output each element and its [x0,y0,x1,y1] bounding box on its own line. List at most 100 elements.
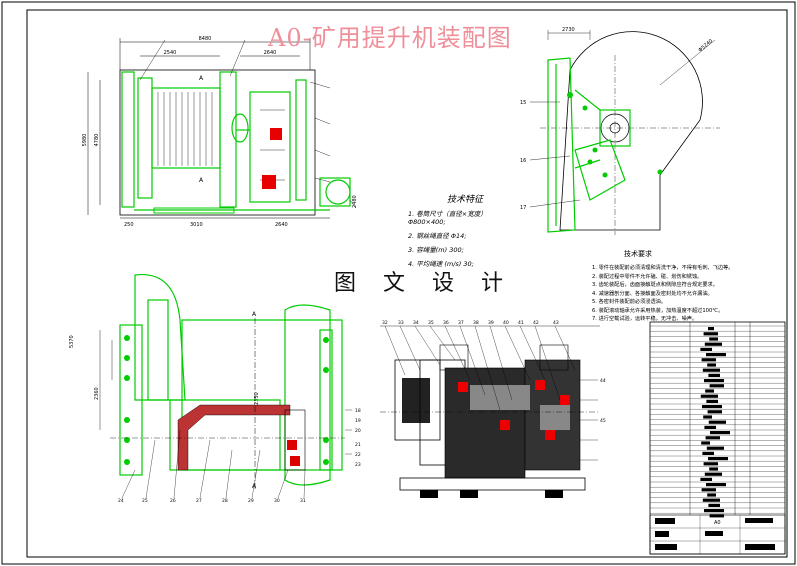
bom-cell-text [704,379,724,383]
view-bottom-middle: 32 33 34 35 36 37 38 39 40 41 42 43 44 4… [380,320,606,498]
bom-cell-text [708,420,726,424]
dim-5370: 5370 [69,335,75,348]
dim-8480: 8480 [199,36,212,42]
tech-spec-list: 1. 卷筒尺寸（直径×宽度） Φ800×400; 2. 钢丝绳直径 Φ14; 3… [408,207,487,271]
tech-spec-item: 2. 钢丝绳直径 Φ14; [408,232,467,240]
requirements-list: 1. 零件在装配前必须清理和清洗干净，不得有毛刺、飞边等。 2. 装配过程中零件… [592,264,772,324]
requirement-item: 1. 零件在装配前必须清理和清洗干净，不得有毛刺、飞边等。 [592,265,734,271]
bom-cell-text [704,509,724,513]
part-16: 16 [520,158,526,164]
dim-4780: 4780 [94,134,100,147]
part-27: 27 [196,498,202,504]
bom-cell-text [708,327,714,331]
part-32: 32 [382,320,388,326]
part-40: 40 [503,320,509,326]
drawing-title: A0-矿用提升机装配图 [268,24,512,52]
dim-5980: 5980 [82,134,88,147]
tech-spec-item: 1. 卷筒尺寸（直径×宽度） [408,210,487,218]
part-26: 26 [170,498,176,504]
requirements-heading: 技术要求 [624,250,652,258]
bom-cell-text [706,446,724,450]
bom-cell-text [708,373,720,377]
bom-cell-text [702,405,722,409]
part-25: 25 [142,498,148,504]
bom-table: A0 [649,321,786,555]
dim-2350: 2350 [254,392,260,405]
tech-spec-item: Φ800×400; [408,218,446,226]
svg-text:A: A [252,483,257,490]
requirement-item: 5. 各密封件装配前必须浸透油。 [592,299,667,305]
bom-cell-text [703,415,712,419]
part-30: 30 [274,498,280,504]
bom-cell-text [701,441,710,445]
bom-cell-text [702,451,714,455]
part-43: 43 [553,320,559,326]
part-38: 38 [473,320,479,326]
part-19: 19 [355,418,361,424]
bom-cell-text [709,337,718,341]
part-34: 34 [413,320,419,326]
dim-250: 250 [124,222,134,228]
bom-cell-text [709,384,724,388]
bom-cell-text [707,493,716,497]
dim-2480: 2480 [352,195,358,208]
bom-cell-text [705,436,720,440]
bom-cell-text [701,358,716,362]
bom-footer-code: A0 [714,520,721,526]
requirement-item: 4. 减速器剖分面、各接触面及密封处均不允许漏油。 [592,290,713,297]
bom-cell-text [704,425,716,429]
part-20: 20 [355,428,361,434]
bom-cell-text [700,477,712,481]
part-22: 22 [355,452,361,458]
part-37: 37 [458,320,464,326]
svg-text:A: A [199,75,204,82]
watermark: 图 文 设 计 [330,265,517,297]
part-23: 23 [355,462,361,468]
dim-2640-top: 2640 [264,50,277,56]
bom-cell-text [703,462,718,466]
part-45: 45 [600,418,606,424]
bom-cell-text [704,472,722,476]
part-44: 44 [600,378,606,384]
dim-2640-bottom: 2640 [275,222,288,228]
svg-text:A: A [252,311,257,318]
requirement-item: 3. 齿轮装配后，齿面接触斑点和侧隙应符合规定要求。 [592,282,718,288]
part-24: 24 [118,498,124,504]
part-21: 21 [355,442,361,448]
bom-cell-text [709,514,724,518]
bom-cell-text [700,347,712,351]
part-42: 42 [533,320,539,326]
dim-2540: 2540 [164,50,177,56]
requirement-item: 7. 进行空载试验，运转平稳，无冲击、噪声。 [592,316,698,322]
bom-cell-text [710,431,730,435]
bom-cell-text [709,467,718,471]
bom-cell-text [703,332,718,336]
bom-cell-text [705,389,714,393]
bom-cell-text [706,483,726,487]
bom-cell-text [708,457,728,461]
bom-cell-text [702,368,720,372]
bom-cell-text [704,342,722,346]
part-28: 28 [222,498,228,504]
view-top-left: 8480 2540 2640 5980 4780 250 3010 2640 [82,36,358,228]
bom-cell-text [707,410,722,414]
bom-cell-text [706,399,718,403]
requirement-item: 2. 装配过程中零件不允许磕、碰、划伤和锈蚀。 [592,273,703,280]
requirement-item: 6. 装配滚动轴承允许采用热装，加热温度不超过100℃。 [592,307,724,314]
bom-cell-text [701,488,716,492]
inner-border [26,9,788,558]
bom-cell-text [706,353,726,357]
bom-cell-text [702,498,720,502]
part-15: 15 [520,100,526,106]
dim-2360: 2360 [94,387,100,400]
bom-cell-text [707,363,716,367]
part-29: 29 [248,498,254,504]
tech-spec-item: 4. 平均绳速 (m/s) 30; [408,260,474,268]
dim-2730: 2730 [562,27,575,33]
part-41: 41 [518,320,524,326]
tech-spec-heading: 技术特征 [447,195,484,205]
part-39: 39 [488,320,494,326]
part-31: 31 [300,498,306,504]
